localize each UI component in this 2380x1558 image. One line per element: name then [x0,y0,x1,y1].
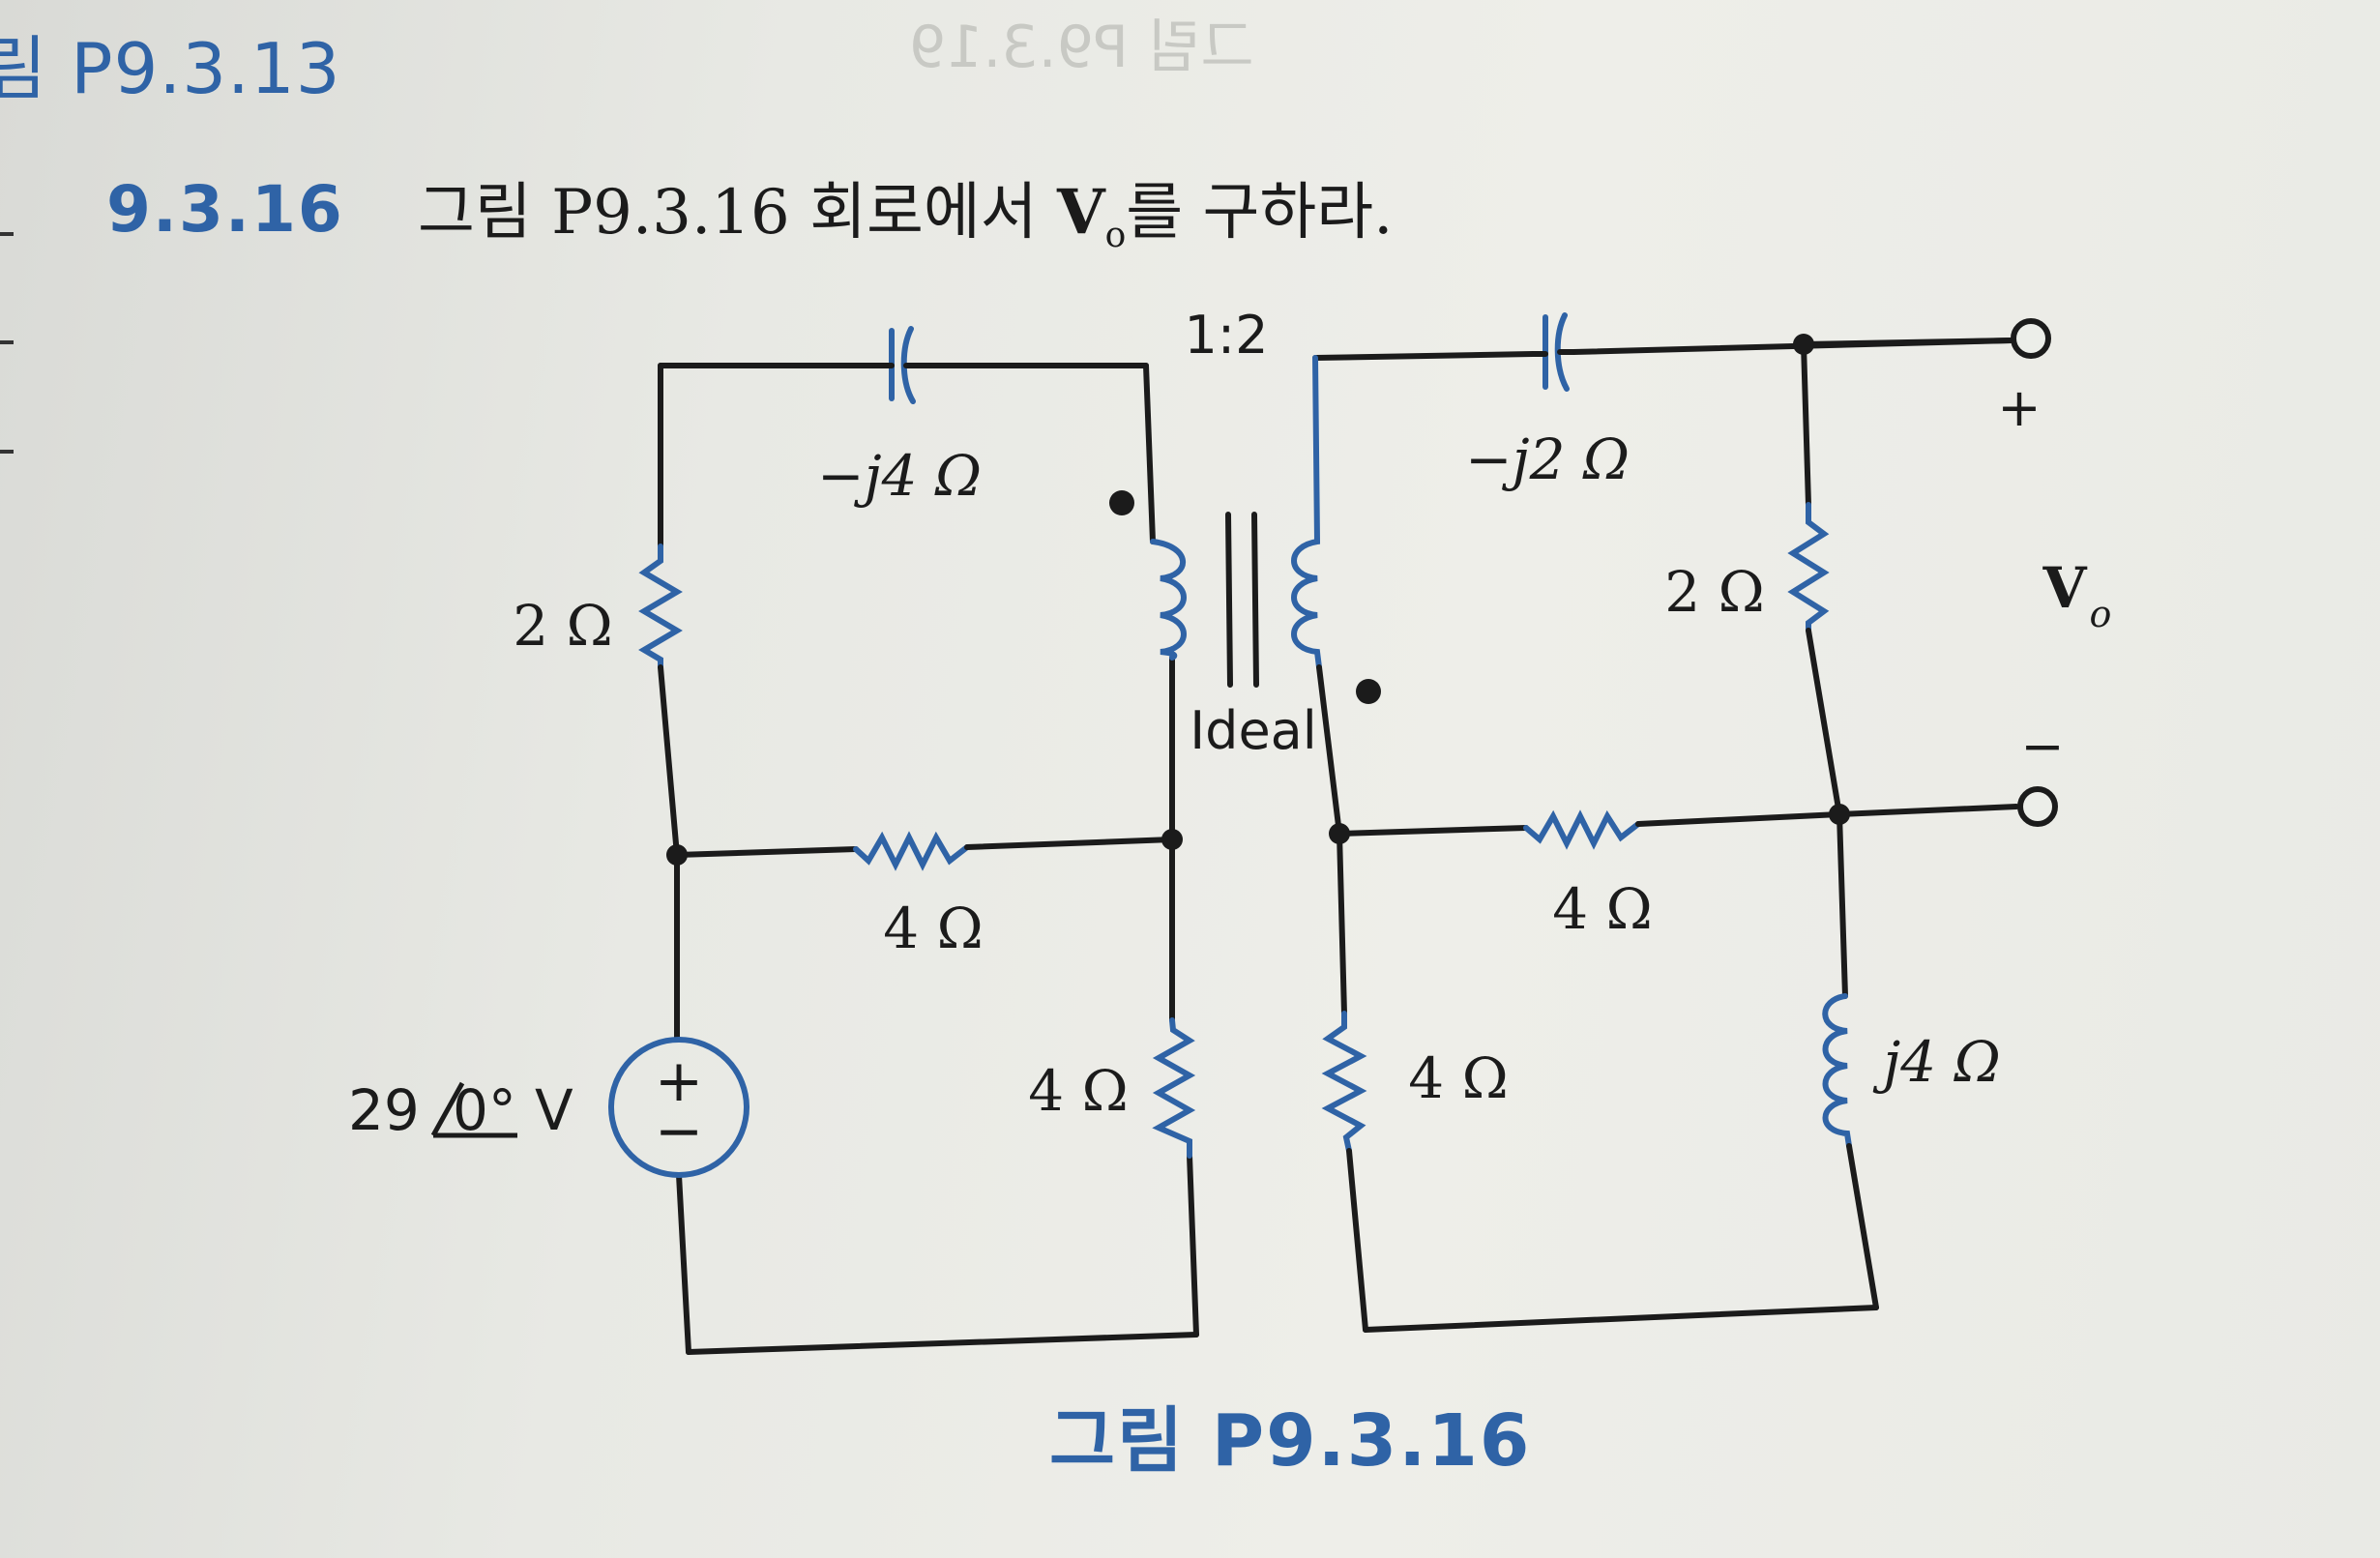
margin-tick [0,340,14,344]
left-middle-wire-a [674,846,859,858]
node-dot [1329,823,1350,844]
secondary-polarity-dot [1356,679,1381,704]
right-bottom-wire [1363,1305,1879,1333]
angle-symbol [430,1081,517,1138]
problem-variable: V [1056,176,1105,249]
right-inductor-label: j4 Ω [1872,1029,2000,1095]
voltage-source [608,1037,749,1178]
figure-caption: 그림 P9.3.16 [1049,1399,1532,1483]
transformer-core-line-b [1251,512,1259,688]
primary-coil [1150,539,1187,661]
right-vert-bottom [1846,1143,1879,1310]
node-dot [1793,334,1814,355]
right-leg-4ohm-resistor [1321,1011,1367,1154]
source-angle: 0° [453,1077,516,1143]
node-dot [1161,829,1183,850]
left-wire-bottom-source [676,1172,691,1355]
right-j4-inductor [1822,993,1852,1149]
right-vert-lower [1836,811,1848,999]
right-capacitor-label: −j2 Ω [1465,426,1630,492]
transformer-ideal-label: Ideal [1190,700,1317,761]
node-dot [666,844,688,866]
output-voltage-subscript: o [2090,593,2112,635]
problem-number: 9.3.16 [106,172,344,247]
secondary-coil [1291,355,1322,670]
turns-ratio-label: 1:2 [1185,305,1269,366]
right-middle-resistor-label: 4 Ω [1552,876,1652,942]
right-2ohm-resistor [1787,502,1830,633]
left-leg-resistor-label: 4 Ω [1028,1058,1128,1124]
left-middle-wire-b [964,837,1175,850]
output-terminal-top [2011,318,2051,359]
right-vert-upper [1801,341,1811,508]
node-dot [1829,804,1850,825]
primary-polarity-dot [1109,490,1134,515]
left-middle-resistor-label: 4 Ω [883,896,983,961]
output-bottom-wire [1836,804,2019,817]
output-top-wire [1801,338,2014,347]
right-middle-wire-b [1635,811,1842,827]
source-magnitude: 29 [348,1077,420,1143]
left-right-leg-lower [1187,1153,1199,1338]
source-minus: − [655,1098,703,1165]
transformer-core-line-a [1225,512,1233,688]
left-2ohm-resistor [638,544,683,670]
previous-figure-caption: 림 P9.3.13 [0,28,341,109]
problem-statement: 그림 P9.3.16 회로에서 Vo를 구하라. [418,162,1394,255]
problem-text-before: 그림 P9.3.16 회로에서 [418,177,1057,249]
right-leg-resistor-label: 4 Ω [1408,1045,1508,1111]
left-resistor-label: 2 Ω [513,593,612,659]
output-voltage-label: V [2042,555,2087,621]
left-capacitor-label: −j4 Ω [817,443,982,509]
problem-variable-subscript: o [1104,215,1127,255]
output-terminal-bottom [2017,786,2058,827]
right-capacitor-lead [1530,349,1576,357]
margin-tick [0,450,14,454]
left-wire-mid [658,664,680,858]
source-plus: + [655,1047,703,1115]
left-4ohm-resistor [853,831,970,871]
right-4ohm-resistor [1523,809,1641,850]
left-right-leg-upper [1143,363,1156,544]
problem-text-after: 를 구하라. [1126,177,1394,249]
right-middle-wire-a [1337,825,1529,837]
source-unit: V [535,1077,573,1143]
output-plus: + [1997,377,2041,438]
output-minus: − [2020,716,2064,777]
right-left-leg-lower [1346,1148,1368,1333]
left-bottom-wire [686,1332,1199,1355]
right-top-resistor-label: 2 Ω [1664,559,1764,625]
right-left-leg-upper [1316,664,1342,837]
right-vert-mid [1806,628,1842,817]
right-left-leg-mid [1337,831,1347,1016]
left-leg-4ohm-resistor [1152,1017,1196,1159]
margin-tick [0,232,14,236]
